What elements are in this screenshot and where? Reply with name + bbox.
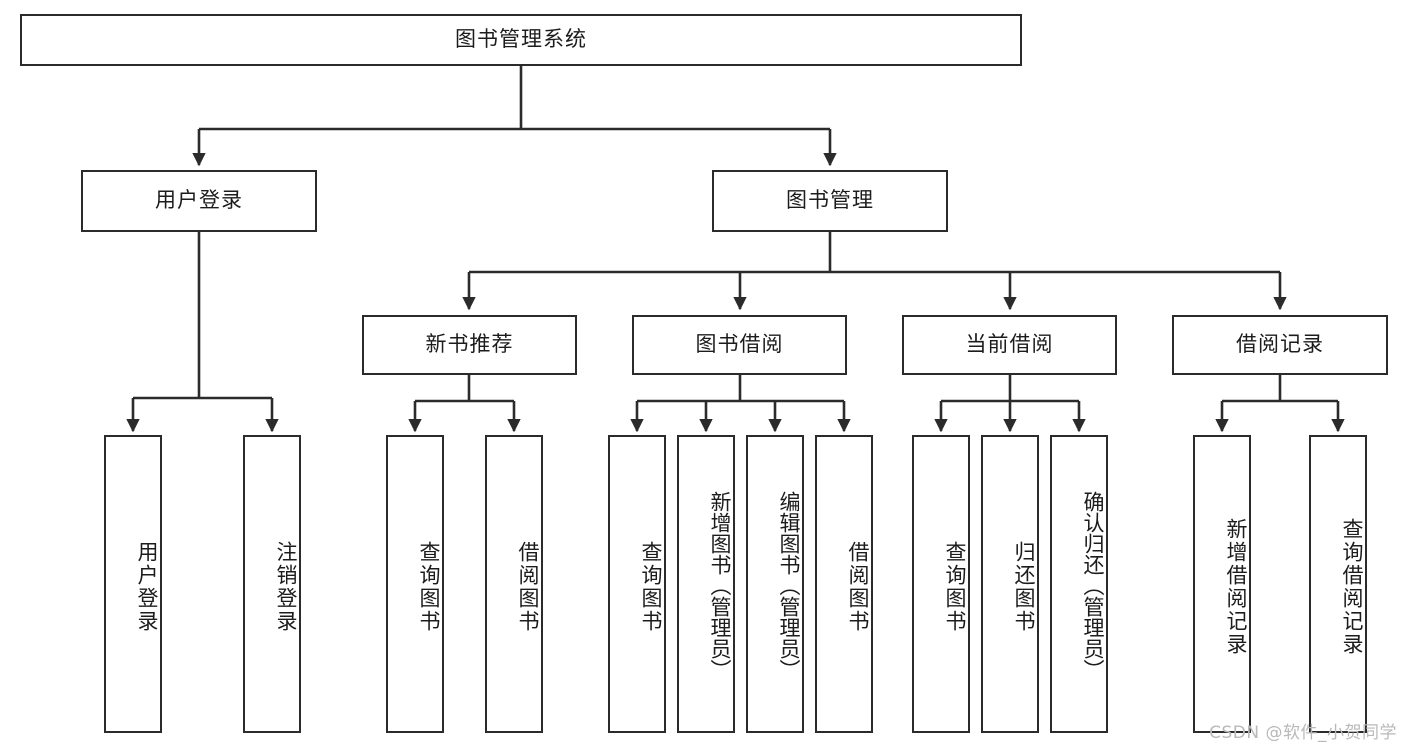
node-label: 新增借阅记录 [1224,518,1248,656]
leaf-borrow-record-query-record[interactable]: 查询借阅记录 [1309,435,1367,733]
node-label: 用户登录 [155,188,243,213]
node-label: 查询图书 [943,541,967,633]
node-label: 注销登录 [274,541,298,633]
node-label: 图书管理 [786,188,874,213]
node-user-login[interactable]: 用户登录 [81,170,317,232]
node-label: 查询图书 [639,541,663,633]
csdn-watermark: CSDN @软件_小贺同学 [1209,723,1397,743]
leaf-book-borrow-add-book-admin[interactable]: 新增图书（管理员） [677,435,735,733]
leaf-user-login-login[interactable]: 用户登录 [104,435,162,733]
leaf-user-login-logout[interactable]: 注销登录 [243,435,301,733]
node-book-borrow[interactable]: 图书借阅 [632,315,847,375]
leaf-new-book-query-book[interactable]: 查询图书 [386,435,444,733]
node-root-book-management-system[interactable]: 图书管理系统 [20,14,1022,66]
node-label: 归还图书 [1012,541,1036,633]
leaf-current-borrow-confirm-return-admin[interactable]: 确认归还（管理员） [1050,435,1108,733]
node-label: 图书管理系统 [455,27,587,52]
node-label: 查询图书 [417,541,441,633]
node-label: 借阅图书 [846,541,870,633]
node-book-management[interactable]: 图书管理 [712,170,948,232]
leaf-book-borrow-query-book[interactable]: 查询图书 [608,435,666,733]
node-label: 用户登录 [135,541,159,633]
node-label: 图书借阅 [695,332,784,357]
leaf-current-borrow-query-book[interactable]: 查询图书 [912,435,970,733]
node-label: 查询借阅记录 [1340,518,1364,656]
node-label: 新书推荐 [425,332,514,357]
node-label: 借阅记录 [1236,332,1324,357]
leaf-borrow-record-add-record[interactable]: 新增借阅记录 [1193,435,1251,733]
node-borrow-record[interactable]: 借阅记录 [1172,315,1388,375]
node-new-book-recommend[interactable]: 新书推荐 [362,315,577,375]
leaf-book-borrow-borrow-book[interactable]: 借阅图书 [815,435,873,733]
node-label: 编辑图书（管理员） [777,490,801,680]
leaf-new-book-borrow-book[interactable]: 借阅图书 [485,435,543,733]
node-label: 新增图书（管理员） [708,490,732,680]
node-label: 当前借阅 [965,332,1054,357]
node-label: 确认归还（管理员） [1081,490,1105,680]
node-current-borrow[interactable]: 当前借阅 [902,315,1117,375]
node-label: 借阅图书 [516,541,540,633]
leaf-book-borrow-edit-book-admin[interactable]: 编辑图书（管理员） [746,435,804,733]
leaf-current-borrow-return-book[interactable]: 归还图书 [981,435,1039,733]
